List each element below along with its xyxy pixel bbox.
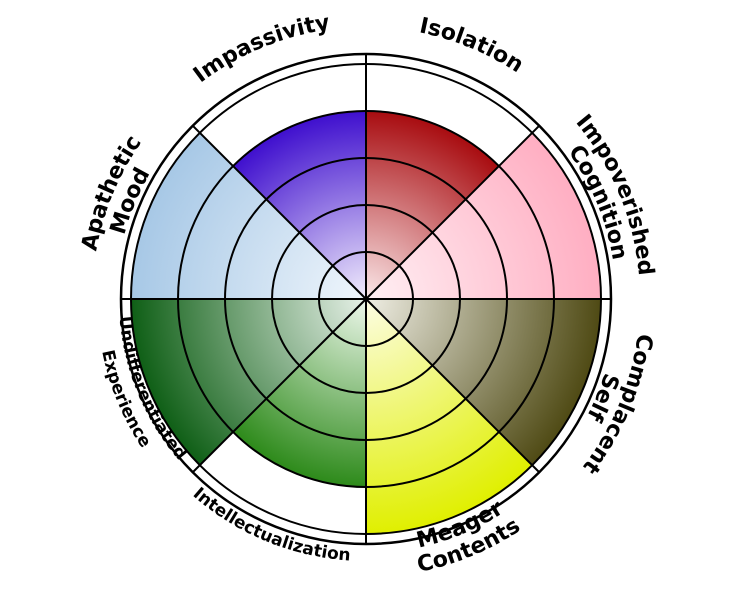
wedge-isolation	[366, 111, 499, 299]
segment-label-isolation: Isolation	[417, 14, 527, 79]
wedge-impassivity	[233, 111, 366, 299]
spoke-line	[365, 298, 540, 473]
wedge-undifferentiated-experience	[131, 299, 366, 466]
ring-layer	[119, 52, 613, 546]
spoke-line	[365, 125, 540, 300]
wedge-layer	[131, 111, 601, 534]
spoke-line	[192, 125, 367, 300]
segment-label-impassivity: Impassivity	[189, 10, 331, 87]
wedge-intellectualization	[233, 299, 366, 487]
wedge-complacent-self	[366, 299, 601, 466]
segment-label-text: Isolation	[417, 14, 527, 79]
segment-label-text: Impassivity	[189, 10, 331, 87]
wedge-meager-contents	[366, 299, 533, 534]
wedge-impoverished-cognition	[366, 132, 601, 299]
wedge-apathetic-mood	[131, 132, 366, 299]
spoke-line	[192, 298, 367, 473]
